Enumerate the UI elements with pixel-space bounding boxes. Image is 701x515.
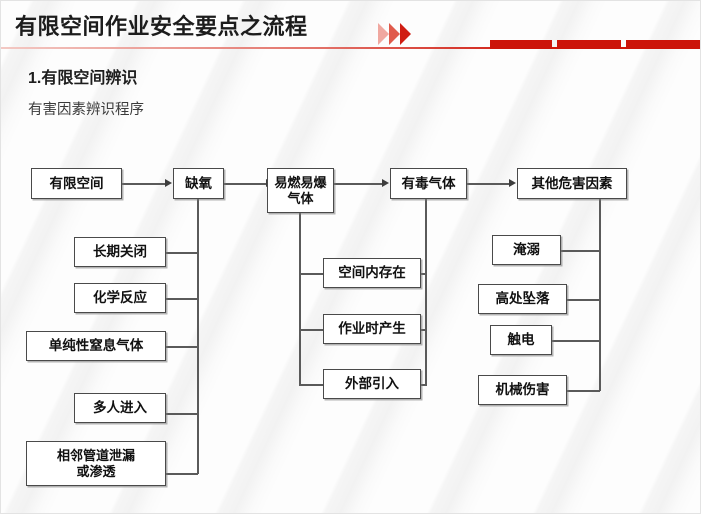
node-other-hazard-factors[interactable]: 其他危害因素 bbox=[517, 168, 627, 199]
arrow-confined-to-oxygen bbox=[165, 179, 172, 187]
arrow-toxic-to-other bbox=[509, 179, 516, 187]
connector-oxygen-to-flammable bbox=[223, 183, 267, 185]
arrow-flammable-to-toxic bbox=[382, 179, 389, 187]
stub-long-term-closed bbox=[166, 252, 198, 254]
node-exists-in-space[interactable]: 空间内存在 bbox=[323, 258, 421, 288]
slide-header: 有限空间作业安全要点之流程 bbox=[1, 1, 700, 53]
stub-drowning bbox=[561, 250, 600, 252]
trunk-oxygen-branch bbox=[197, 199, 199, 474]
chevron-right-icon-3 bbox=[400, 23, 411, 45]
node-label-line-2: 或渗透 bbox=[76, 463, 116, 479]
node-multiple-entry[interactable]: 多人进入 bbox=[74, 393, 166, 423]
node-chemical-reaction[interactable]: 化学反应 bbox=[74, 283, 166, 313]
stub-exists-in-space-left bbox=[299, 273, 323, 275]
node-long-term-closed[interactable]: 长期关闭 bbox=[74, 237, 166, 267]
stub-fall-from-height bbox=[567, 299, 600, 301]
node-label-line-2: 气体 bbox=[287, 190, 314, 206]
stub-generated-during-work-left bbox=[299, 329, 323, 331]
stub-electric-shock bbox=[552, 340, 600, 342]
section-heading: 1.有限空间辨识 bbox=[28, 70, 138, 87]
stub-mechanical-injury bbox=[567, 390, 600, 392]
connector-confined-to-oxygen bbox=[122, 183, 166, 185]
page-title: 有限空间作业安全要点之流程 bbox=[15, 14, 308, 39]
header-divider-rule bbox=[1, 47, 700, 49]
node-fall-from-height[interactable]: 高处坠落 bbox=[478, 284, 567, 314]
stub-exists-in-space-right bbox=[421, 273, 427, 275]
stub-introduced-externally-right bbox=[421, 384, 427, 386]
node-adjacent-pipe-leak[interactable]: 相邻管道泄漏 或渗透 bbox=[26, 441, 166, 486]
trunk-other-hazard-branch bbox=[599, 199, 601, 391]
chevron-right-icon-1 bbox=[378, 23, 389, 45]
node-mechanical-injury[interactable]: 机械伤害 bbox=[478, 375, 567, 405]
stub-adjacent-pipe-leak bbox=[166, 473, 198, 475]
trunk-flammable-branch bbox=[299, 213, 301, 385]
stub-multiple-entry bbox=[166, 413, 198, 415]
node-introduced-externally[interactable]: 外部引入 bbox=[323, 369, 421, 399]
node-toxic-gas[interactable]: 有毒气体 bbox=[390, 168, 467, 199]
node-label-line-1: 相邻管道泄漏 bbox=[56, 448, 135, 464]
trunk-toxic-branch bbox=[425, 199, 427, 385]
node-flammable-explosive-gas[interactable]: 易燃易爆 气体 bbox=[267, 168, 334, 213]
connector-toxic-to-other bbox=[467, 183, 510, 185]
header-accent-bar-2 bbox=[557, 40, 621, 49]
node-generated-during-work[interactable]: 作业时产生 bbox=[323, 314, 421, 344]
header-accent-bar-1 bbox=[490, 40, 552, 49]
chevron-right-icon-2 bbox=[389, 23, 400, 45]
connector-flammable-to-toxic bbox=[334, 183, 383, 185]
stub-generated-during-work-right bbox=[421, 329, 427, 331]
stub-introduced-externally-left bbox=[299, 384, 323, 386]
node-electric-shock[interactable]: 触电 bbox=[490, 325, 552, 355]
header-accent-bar-3 bbox=[626, 40, 700, 49]
node-label-line-1: 易燃易爆 bbox=[274, 175, 327, 191]
triple-chevron-right-icon bbox=[378, 23, 424, 45]
node-simple-asphyxiant-gas[interactable]: 单纯性窒息气体 bbox=[26, 331, 166, 361]
node-oxygen-deficiency[interactable]: 缺氧 bbox=[173, 168, 224, 199]
stub-simple-asphyxiant-gas bbox=[166, 346, 198, 348]
section-subtitle: 有害因素辨识程序 bbox=[28, 102, 144, 118]
stub-chemical-reaction bbox=[166, 298, 198, 300]
node-confined-space[interactable]: 有限空间 bbox=[31, 168, 122, 199]
node-drowning[interactable]: 淹溺 bbox=[492, 235, 561, 265]
